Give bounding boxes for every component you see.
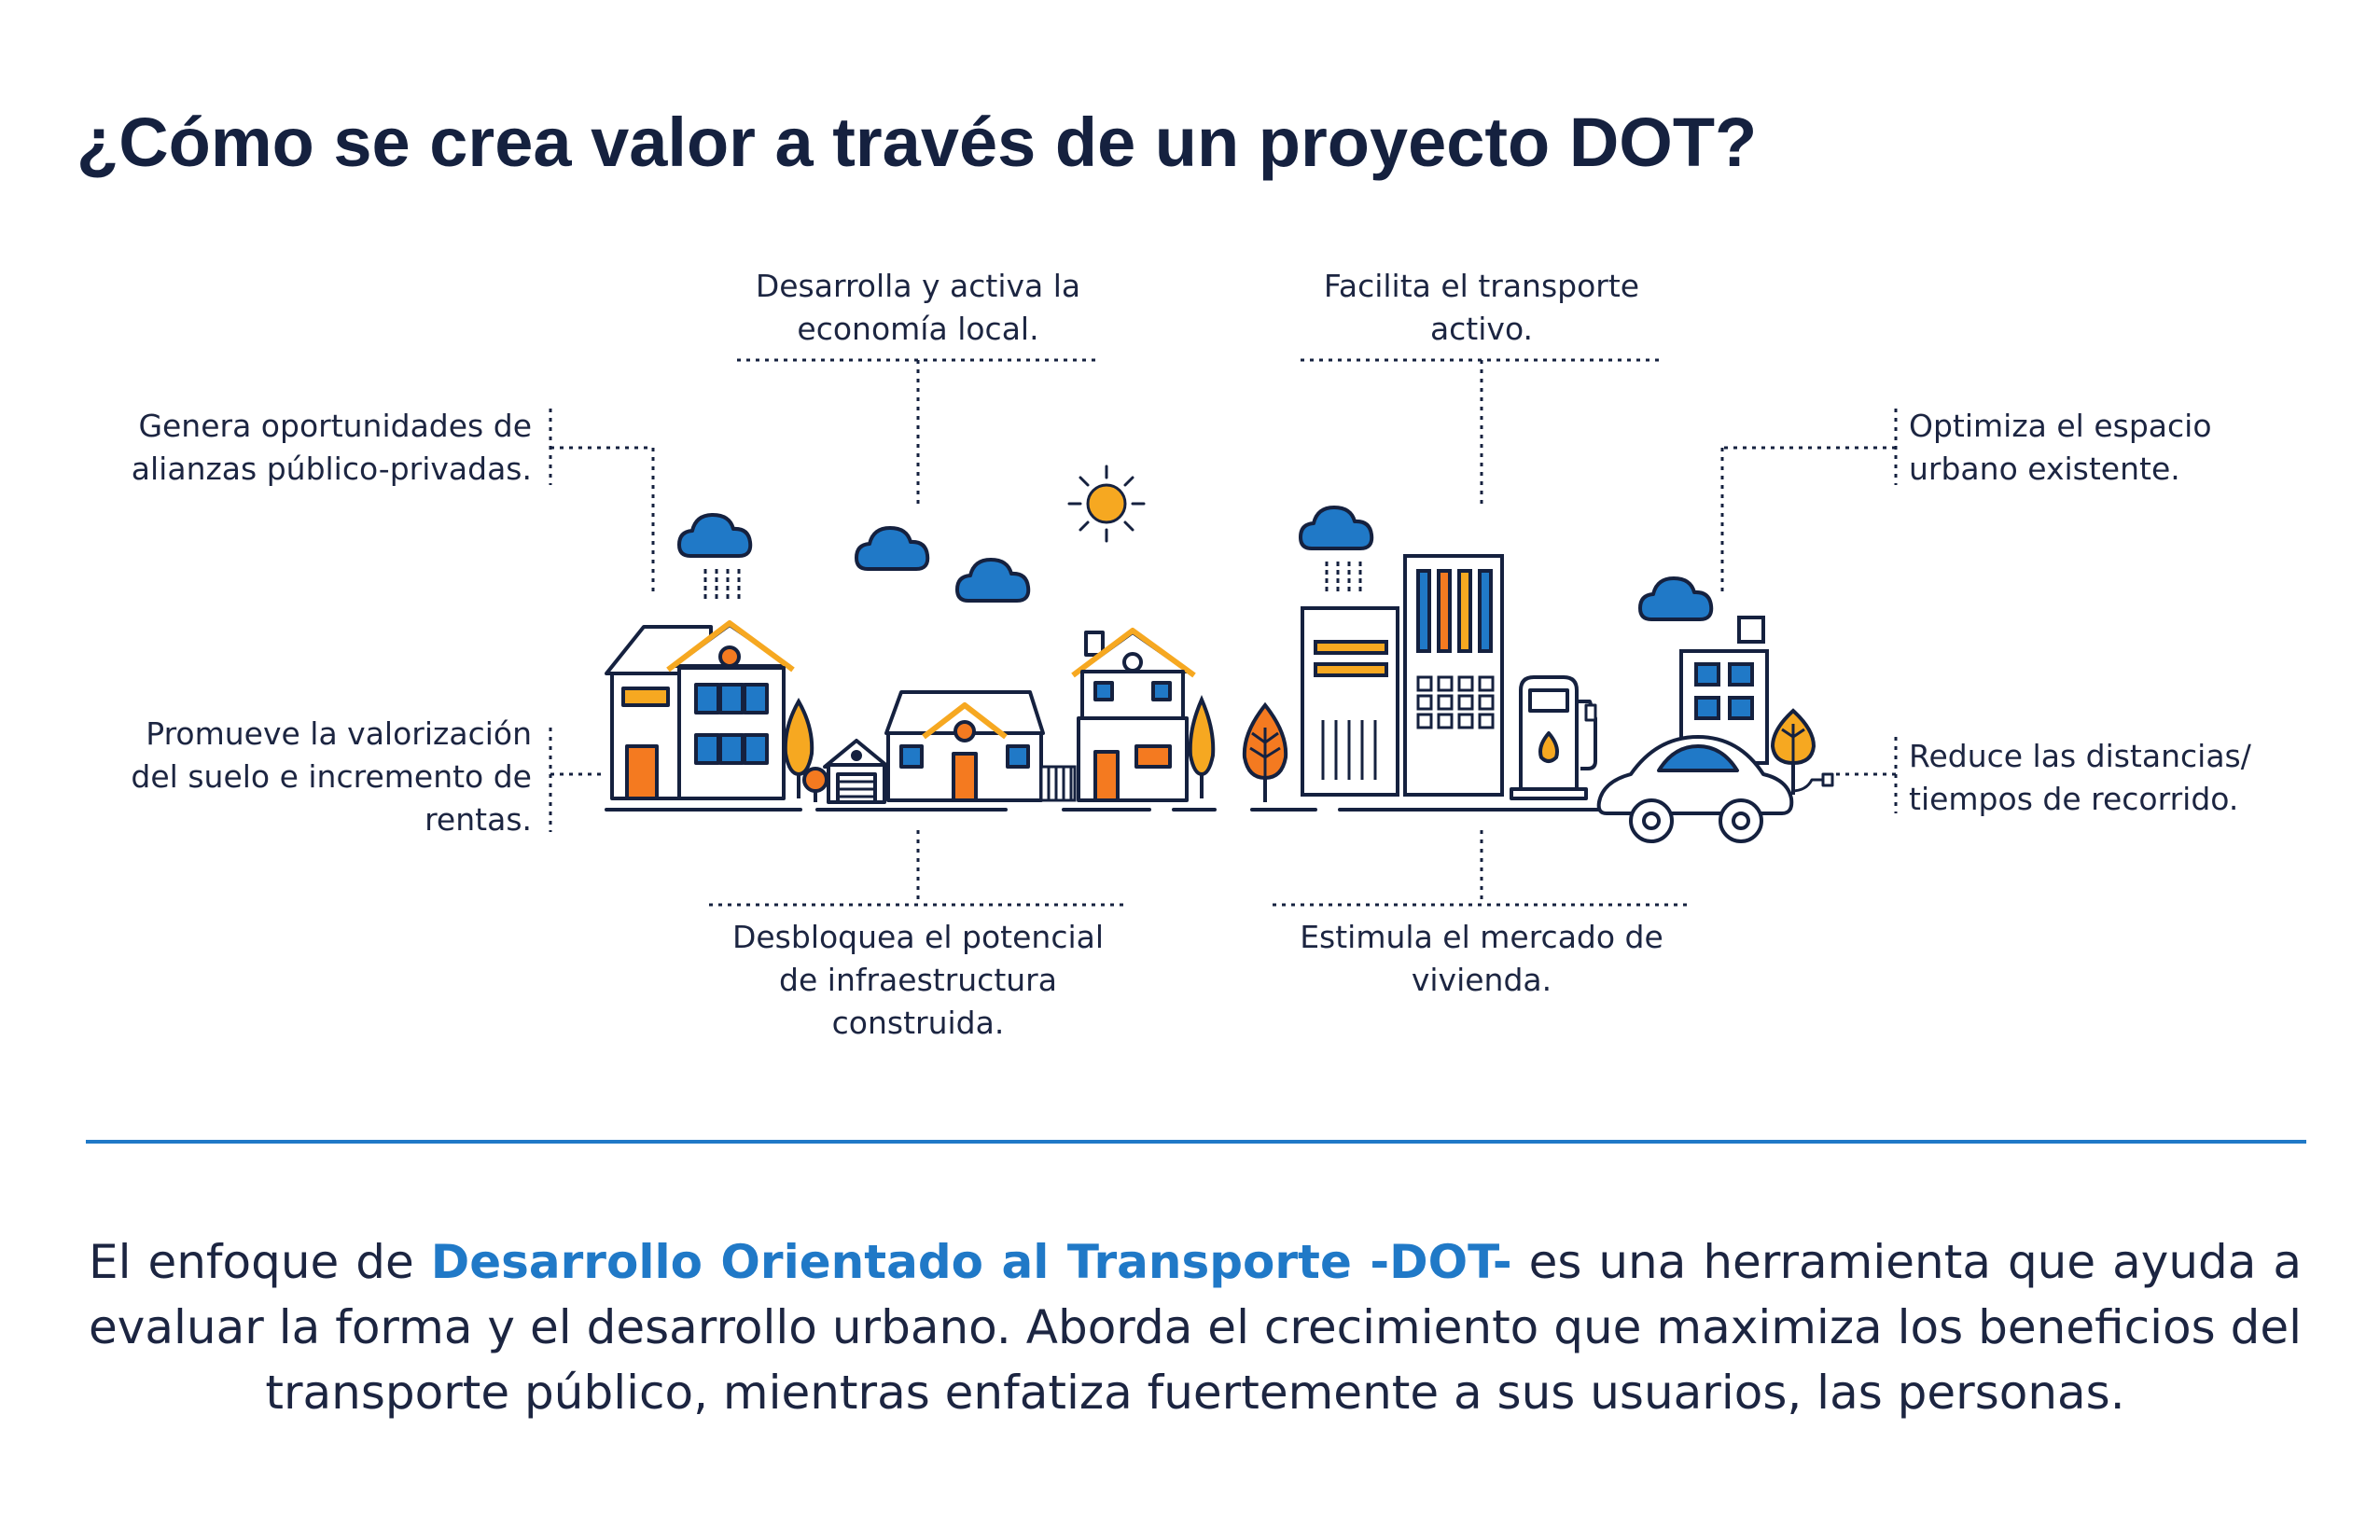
label-line: Estimula el mercado de	[1300, 919, 1663, 955]
electric-car-icon	[1596, 735, 1834, 843]
summary-paragraph: El enfoque de Desarrollo Orientado al Tr…	[89, 1229, 2302, 1425]
label-line: vivienda.	[1411, 962, 1552, 998]
label-line: Facilita el transporte	[1323, 268, 1640, 304]
tree-icon	[783, 697, 814, 798]
sun-icon	[1067, 465, 1146, 543]
tree-icon	[1770, 708, 1816, 795]
label-line: Optimiza el espacio	[1909, 408, 2212, 444]
label-line: tiempos de recorrido.	[1909, 781, 2239, 817]
label-economia-local: Desarrolla y activa la economía local.	[690, 265, 1146, 351]
cloud-icon	[855, 526, 930, 571]
label-alianzas: Genera oportunidades de alianzas público…	[56, 405, 532, 491]
cloud-rain-icon	[1299, 506, 1374, 591]
tree-icon	[1242, 701, 1288, 802]
summary-text: El enfoque de	[89, 1235, 431, 1289]
summary-highlight: Desarrollo Orientado al Transporte -DOT-	[430, 1235, 1512, 1289]
label-espacio-urbano: Optimiza el espacio urbano existente.	[1909, 405, 2338, 491]
label-line: economía local.	[797, 311, 1039, 347]
office-building-icon	[1301, 606, 1399, 797]
garage-icon	[823, 739, 890, 804]
label-line: alianzas público-privadas.	[131, 451, 532, 487]
label-line: urbano existente.	[1909, 451, 2180, 487]
label-line: del suelo e incremento de	[131, 758, 532, 795]
label-valorizacion-suelo: Promueve la valorización del suelo e inc…	[56, 713, 532, 841]
label-line: Reduce las distancias/	[1909, 738, 2251, 774]
summary-text: es una herramienta que ayuda a evaluar l…	[89, 1235, 2303, 1420]
label-line: rentas.	[425, 801, 532, 838]
label-line: de infraestructura	[779, 962, 1057, 998]
label-mercado-vivienda: Estimula el mercado de vivienda.	[1254, 916, 1709, 1002]
cloud-icon	[955, 558, 1031, 603]
fuel-pump-icon	[1510, 675, 1597, 800]
label-distancias: Reduce las distancias/ tiempos de recorr…	[1909, 735, 2357, 821]
city-illustration	[549, 358, 1898, 907]
label-line: Promueve la valorización	[146, 715, 532, 752]
label-line: activo.	[1429, 311, 1534, 347]
label-transporte-activo: Facilita el transporte activo.	[1254, 265, 1709, 351]
house-icon	[884, 690, 1045, 802]
house-icon	[1071, 628, 1196, 802]
house-icon	[605, 620, 795, 800]
fence	[1039, 765, 1077, 802]
page-title: ¿Cómo se crea valor a través de un proye…	[77, 104, 1758, 181]
label-line: Desarrolla y activa la	[755, 268, 1081, 304]
office-building-icon	[1679, 616, 1769, 765]
office-building-icon	[1403, 554, 1504, 797]
label-infraestructura: Desbloquea el potencial de infraestructu…	[690, 916, 1146, 1045]
cloud-icon	[1638, 576, 1714, 621]
tree-icon	[802, 767, 828, 802]
cloud-rain-icon	[677, 513, 753, 599]
label-line: construida.	[831, 1005, 1005, 1041]
section-divider	[86, 1140, 2306, 1144]
label-line: Genera oportunidades de	[138, 408, 532, 444]
tree-icon	[1188, 695, 1216, 798]
leader-lines	[549, 358, 1898, 907]
label-line: Desbloquea el potencial	[731, 919, 1105, 955]
